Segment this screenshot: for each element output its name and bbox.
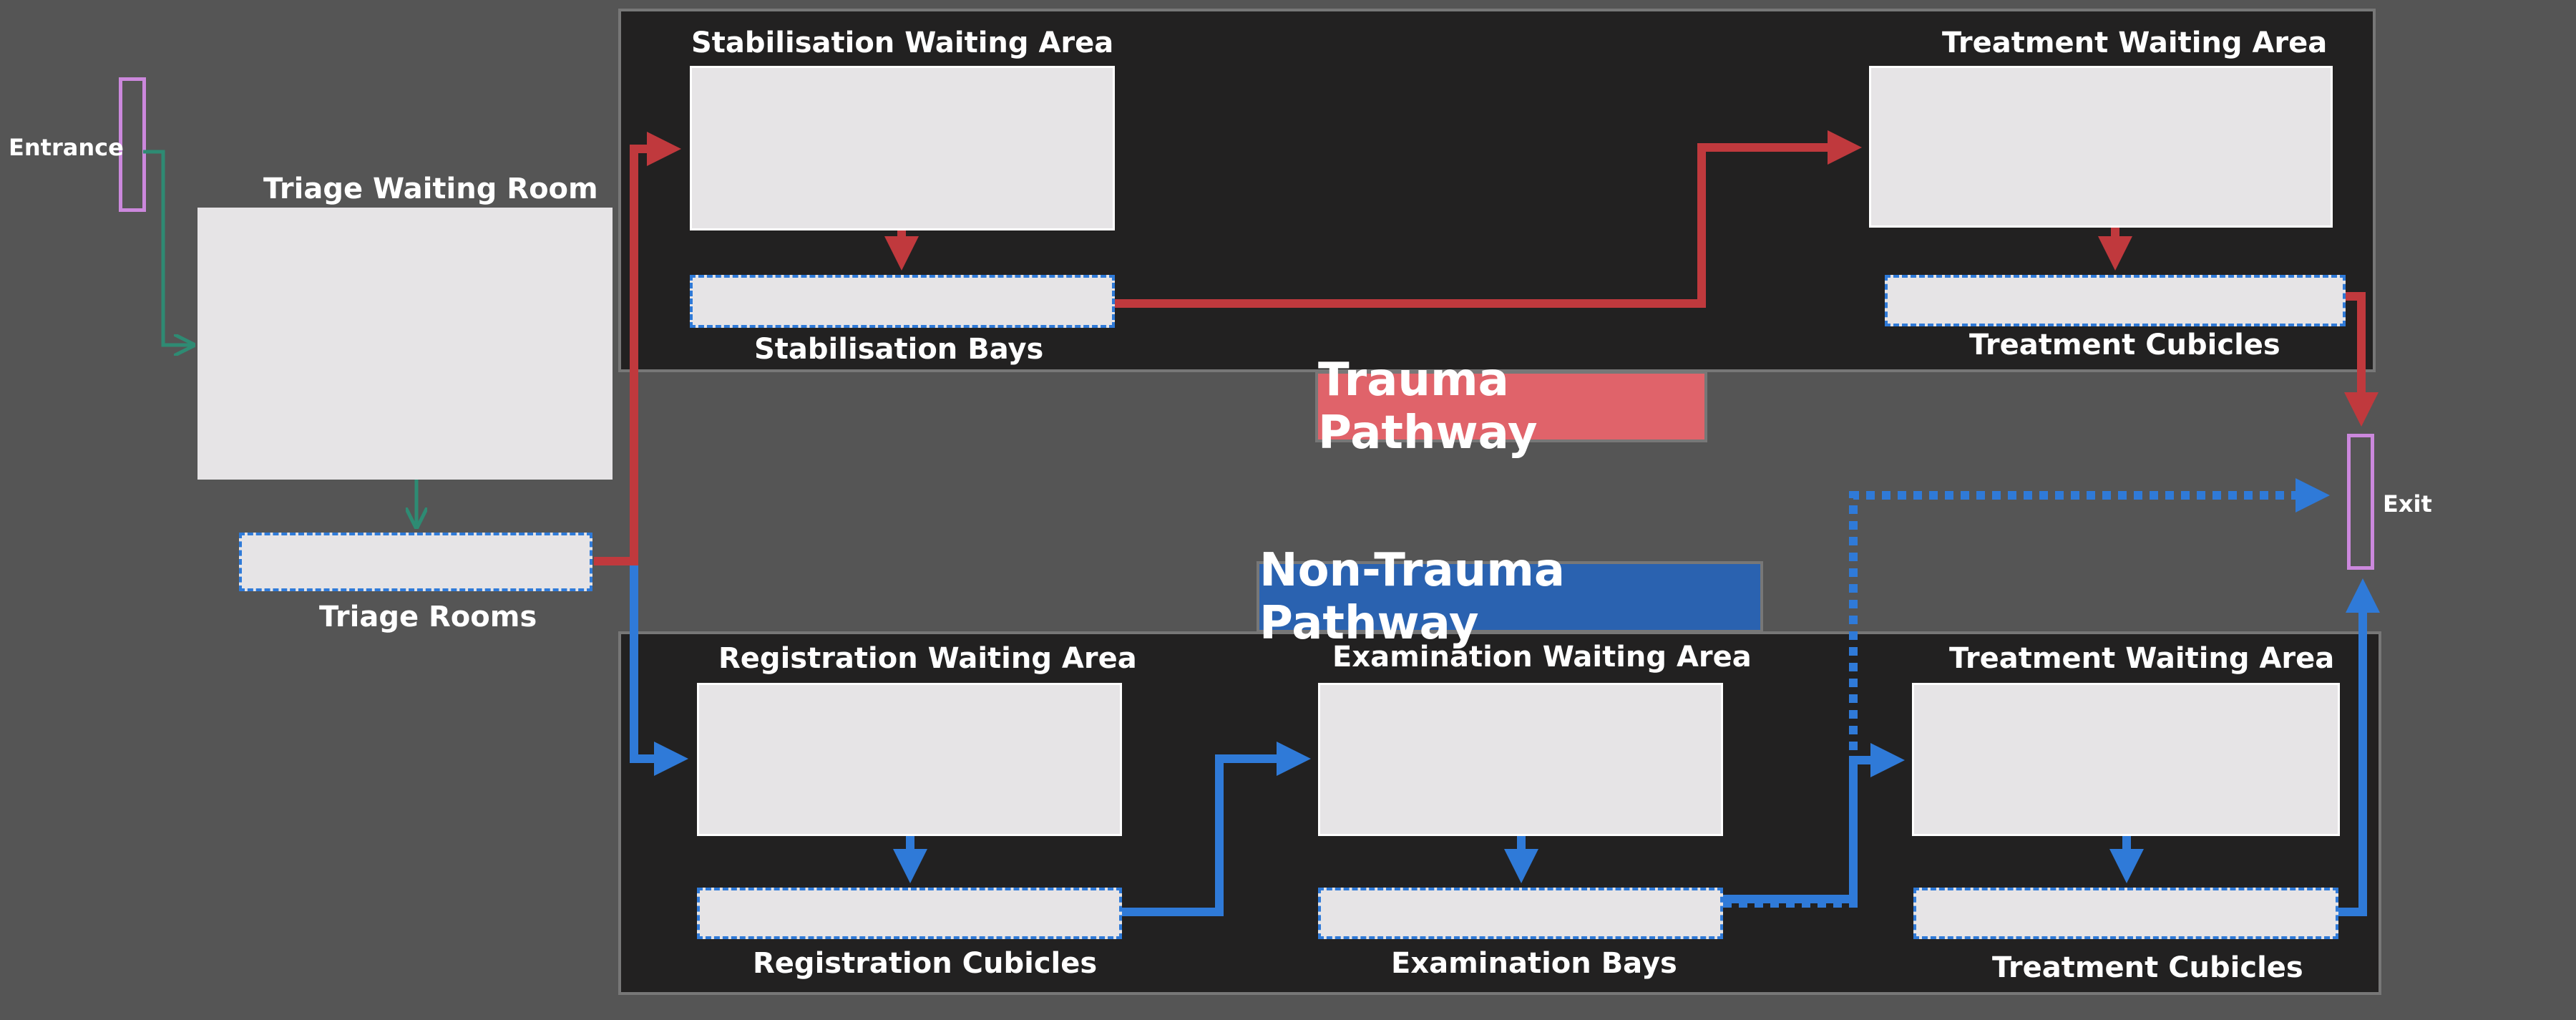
stabilisation-waiting-area-label: Stabilisation Waiting Area (691, 26, 1114, 59)
entrance-label: Entrance (9, 134, 124, 161)
non-trauma-pathway-badge: Non-Trauma Pathway (1257, 544, 1763, 650)
entrance-to-triage-arrow (143, 150, 192, 345)
examination-waiting-area-label: Examination Waiting Area (1332, 641, 1752, 674)
stabilisation-to-treatment-arrow (1115, 130, 1862, 308)
entrance-door (119, 77, 146, 212)
registration-cubicles-label: Registration Cubicles (753, 947, 1098, 980)
exit-door (2347, 434, 2374, 570)
triage-waiting-room (197, 208, 613, 480)
exit-label: Exit (2383, 490, 2432, 518)
stabilisation-bays (690, 275, 1115, 328)
triage-rooms-label: Triage Rooms (319, 601, 537, 633)
examination-direct-exit-dotted-arrow (1723, 478, 2330, 908)
non-trauma-flow (630, 478, 2380, 916)
trauma-flow (594, 130, 2379, 565)
trauma-treatment-cubicles (1885, 275, 2346, 326)
trauma-treatment-waiting-area (1869, 66, 2333, 228)
stabilisation-waiting-area (690, 66, 1115, 230)
triage-waiting-room-label: Triage Waiting Room (263, 173, 598, 205)
stabilisation-bays-label: Stabilisation Bays (754, 333, 1044, 366)
examination-bays (1318, 888, 1723, 939)
non-trauma-treatment-waiting-area (1912, 683, 2340, 836)
trauma-cubicles-to-exit-arrow (2344, 292, 2379, 427)
registration-to-examination-arrow (1122, 742, 1311, 916)
trauma-treatment-cubicles-label: Treatment Cubicles (1969, 329, 2280, 361)
examination-to-treatment-arrow (1723, 743, 1905, 903)
examination-bays-label: Examination Bays (1391, 947, 1677, 980)
trauma-pathway-badge: Trauma Pathway (1315, 354, 1707, 460)
registration-cubicles (697, 888, 1122, 939)
non-trauma-cubicles-to-exit-arrow (2338, 578, 2380, 916)
trauma-treatment-waiting-area-label: Treatment Waiting Area (1942, 26, 2328, 59)
triage-flow (143, 150, 416, 525)
triage-rooms (239, 533, 592, 591)
registration-waiting-area-label: Registration Waiting Area (718, 642, 1137, 675)
non-trauma-treatment-waiting-area-label: Treatment Waiting Area (1949, 642, 2335, 675)
examination-waiting-area (1318, 683, 1723, 836)
trauma-pathway-title: Trauma Pathway (1318, 354, 1538, 460)
triage-to-registration-arrow (630, 565, 688, 776)
registration-waiting-area (697, 683, 1122, 836)
non-trauma-treatment-cubicles (1913, 888, 2338, 939)
non-trauma-treatment-cubicles-label: Treatment Cubicles (1992, 951, 2303, 984)
non-trauma-pathway-title: Non-Trauma Pathway (1259, 544, 1566, 650)
triage-to-stabilisation-arrow (594, 132, 681, 565)
